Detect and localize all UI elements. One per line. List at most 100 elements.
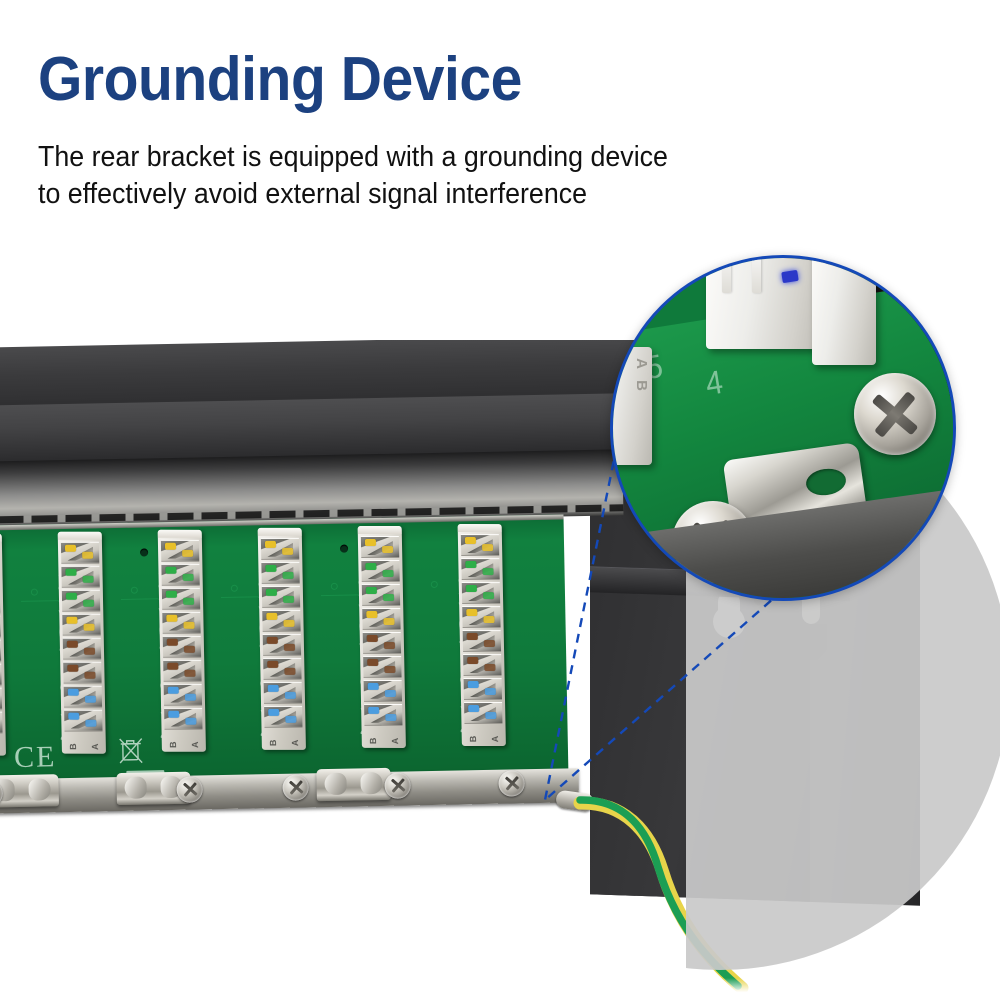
inset-jack-label-a: A <box>857 255 874 257</box>
wire-color-chip <box>83 647 96 655</box>
idc-ab-label: A <box>289 739 300 747</box>
idc-slot <box>162 635 202 658</box>
idc-slot <box>164 707 203 730</box>
wire-color-chip <box>64 544 77 552</box>
wire-color-chip <box>65 592 78 600</box>
pcb-trace-ring <box>30 588 38 596</box>
wire-color-chip <box>467 657 479 665</box>
wire-color-chip <box>366 634 378 642</box>
inset-jack-label-b: B <box>633 380 651 391</box>
idc-slot <box>160 539 200 562</box>
wire-color-chip <box>282 595 295 603</box>
wire-color-chip <box>166 638 178 646</box>
idc-slot <box>463 654 502 677</box>
wire-color-chip <box>266 612 278 620</box>
pcb-board: 12367854 12367854 12367854 12367854 1236… <box>0 514 569 782</box>
idc-slot <box>363 655 402 678</box>
wire-color-chip <box>284 691 296 699</box>
wire-color-chip <box>184 693 196 701</box>
idc-slot <box>263 657 302 680</box>
pcb-via <box>140 548 149 557</box>
wire-color-chip <box>484 664 496 672</box>
idc-slot <box>363 679 403 702</box>
photo-bottom-fade <box>0 978 1000 1000</box>
inset-keystone-jack <box>706 258 826 349</box>
inset-jack-fin <box>752 258 761 293</box>
ground-screw <box>176 776 203 803</box>
idc-ab-label: B <box>67 743 78 750</box>
wire-color-chip <box>267 660 279 668</box>
wire-color-chip <box>367 658 379 666</box>
pcb-trace-ring <box>130 586 138 594</box>
wire-color-chip <box>182 597 195 605</box>
wire-color-chip <box>464 537 477 545</box>
idc-slot <box>362 607 401 630</box>
wire-color-chip <box>382 593 395 601</box>
wire-color-chip <box>265 564 277 572</box>
wire-color-chip <box>165 566 177 574</box>
wire-color-chip <box>483 640 495 648</box>
ground-screw-with-wire <box>498 770 525 797</box>
wire-color-chip <box>283 643 296 651</box>
wire-color-chip <box>465 585 477 593</box>
cable-clip <box>0 774 59 808</box>
wire-color-chip <box>466 633 478 641</box>
idc-slot <box>361 559 400 583</box>
wire-color-chip <box>385 713 397 721</box>
idc-slot <box>63 661 102 684</box>
page-title: Grounding Device <box>38 45 522 114</box>
wire-color-chip <box>183 621 195 629</box>
pcb-trace-ring <box>430 580 438 589</box>
idc-slot <box>63 685 103 708</box>
idc-slot <box>64 709 103 732</box>
idc-slot <box>364 703 403 726</box>
idc-slot <box>62 637 102 660</box>
wire-color-chip <box>368 706 380 714</box>
wire-color-chip <box>184 669 196 677</box>
inset-jack-fin <box>722 258 731 293</box>
wire-color-chip <box>266 636 278 644</box>
idc-top-cap <box>257 527 302 536</box>
wire-color-chip <box>467 681 479 689</box>
wire-color-chip <box>182 573 194 581</box>
wire-color-chip <box>367 682 379 690</box>
inset-jack-label-b: B <box>857 268 875 279</box>
idc-slot <box>261 585 301 608</box>
wire-color-chip <box>83 623 95 631</box>
wire-color-chip <box>264 540 277 548</box>
wire-color-chip <box>167 662 179 670</box>
inset-scene: 5 4 A B A B <box>613 255 953 598</box>
wire-color-chip <box>67 664 79 672</box>
magnifier-inset: 5 4 A B A B <box>610 255 956 601</box>
idc-slot <box>61 565 100 588</box>
idc-slot <box>360 535 400 559</box>
idc-ab-label: B <box>167 741 178 749</box>
idc-slot <box>462 630 502 653</box>
idc-ab-label: A <box>189 741 200 749</box>
wire-color-chip <box>67 688 79 696</box>
wire-color-chip <box>384 665 396 673</box>
idc-slot <box>463 677 503 701</box>
wire-color-chip <box>283 619 295 627</box>
wire-color-chip <box>265 588 277 596</box>
wire-color-chip <box>68 712 80 720</box>
idc-ab-labels: BA <box>0 744 6 754</box>
wire-color-chip <box>167 686 179 694</box>
idc-slot <box>461 558 500 581</box>
wire-color-chip <box>185 717 197 725</box>
wire-color-chip <box>166 614 178 622</box>
wire-color-chip <box>482 592 495 600</box>
inset-keystone-jack: A B <box>613 347 652 465</box>
wire-color-chip <box>365 562 377 570</box>
wire-color-chip <box>164 542 177 550</box>
wire-color-chip <box>366 610 378 618</box>
idc-slot <box>0 663 2 686</box>
wire-color-chip <box>482 544 494 552</box>
